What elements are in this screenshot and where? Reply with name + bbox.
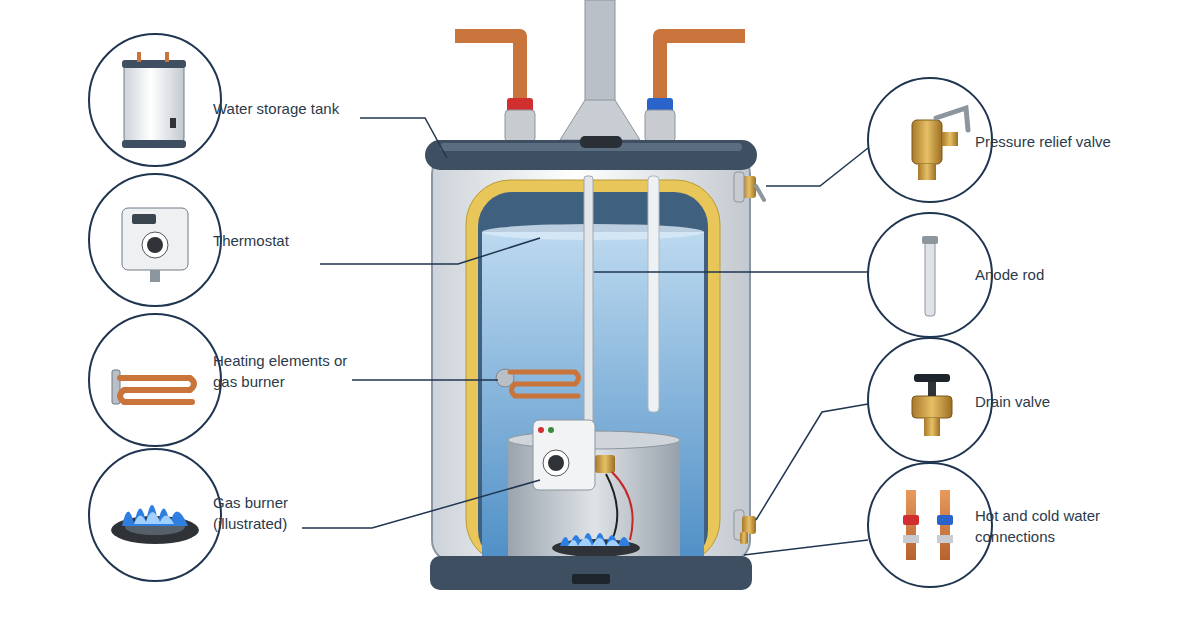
- callout-circle: [89, 34, 221, 166]
- part-label: Pressure relief valve: [975, 131, 1165, 152]
- burner-icon: [111, 505, 199, 544]
- relief-valve-icon: [912, 108, 968, 180]
- flue-pipe: [560, 0, 640, 140]
- anode-icon: [925, 238, 935, 316]
- leader-line: [302, 118, 868, 555]
- callout-circle: [89, 34, 992, 587]
- relief-valve: [734, 172, 744, 202]
- drain-valve-icon: [912, 396, 952, 418]
- callout-circle: [868, 463, 992, 587]
- burner-icon: [134, 512, 174, 524]
- callout-circle: [868, 338, 992, 462]
- drain-valve: [734, 510, 756, 544]
- cold-pipe: [645, 36, 745, 142]
- gas-control-valve: [548, 427, 554, 433]
- tank-icon: [122, 52, 186, 148]
- thermostat-icon: [132, 214, 156, 224]
- leader-line: [352, 379, 498, 381]
- relief-valve-icon: [942, 132, 958, 146]
- cold-pipe: [645, 110, 675, 142]
- gas-control-valve: [533, 420, 595, 490]
- callout-circle: [89, 314, 221, 446]
- pipes-icon: [903, 490, 953, 560]
- drain-valve: [740, 532, 748, 544]
- thermostat-icon: [122, 208, 188, 282]
- thermostat-icon: [142, 232, 168, 258]
- flue-pipe: [560, 100, 640, 140]
- part-label: Drain valve: [975, 391, 1125, 412]
- thermostat-icon: [147, 237, 163, 253]
- drain-valve-icon: [914, 374, 950, 382]
- pipes-icon: [903, 535, 919, 543]
- tank-icon: [170, 118, 176, 128]
- pipes-icon: [903, 515, 919, 525]
- gas-control-valve: [606, 474, 617, 540]
- drain-valve: [742, 516, 756, 534]
- callout-circle: [89, 174, 221, 306]
- heating-element: [510, 372, 579, 396]
- anode-icon: [922, 236, 938, 316]
- hot-pipe: [455, 36, 535, 142]
- leader-line: [744, 540, 868, 555]
- tank-icon: [122, 140, 186, 148]
- tank-icon: [124, 62, 184, 144]
- burner-flame: [568, 538, 620, 546]
- leader-line: [756, 404, 868, 520]
- dip-tube: [648, 176, 659, 412]
- burner-icon: [122, 505, 188, 526]
- anode-rod: [584, 176, 593, 426]
- tank-base: [430, 556, 752, 590]
- relief-valve: [756, 186, 764, 200]
- relief-valve-icon: [912, 120, 942, 164]
- relief-valve-icon: [918, 164, 936, 180]
- tank-icon: [122, 60, 186, 68]
- gas-control-valve: [543, 450, 569, 476]
- gas-control-valve: [595, 455, 615, 473]
- leader-line: [320, 238, 540, 264]
- part-label: Anode rod: [975, 264, 1125, 285]
- drain-valve-icon: [912, 374, 952, 436]
- element-icon: [120, 378, 194, 402]
- tank-icon: [165, 52, 169, 62]
- dip-tube: [648, 176, 659, 412]
- element-icon: [112, 370, 194, 404]
- tank-body: [580, 136, 622, 148]
- tank-base: [572, 574, 610, 584]
- leader-line: [302, 480, 540, 528]
- pipes-icon: [937, 535, 953, 543]
- relief-valve: [734, 172, 764, 202]
- leader-line: [766, 148, 868, 186]
- tank-base: [430, 556, 752, 590]
- tank-icon: [137, 52, 141, 62]
- drain-valve-icon: [924, 418, 940, 436]
- part-label: Gas burner (illustrated): [213, 492, 313, 534]
- pipes-icon: [937, 515, 953, 525]
- burner-flame: [552, 533, 640, 557]
- callout-circle: [868, 78, 992, 202]
- gas-control-valve: [533, 420, 633, 540]
- part-label: Heating elements or gas burner: [213, 350, 353, 392]
- thermostat-icon: [122, 208, 188, 270]
- hot-pipe: [505, 110, 535, 142]
- callout-circle: [868, 213, 992, 337]
- burner-flame: [560, 533, 630, 546]
- gas-control-valve: [538, 427, 544, 433]
- callout-circle: [89, 449, 221, 581]
- part-label: Water storage tank: [213, 98, 383, 119]
- thermostat-icon: [150, 270, 160, 282]
- part-label: Thermostat: [213, 230, 363, 251]
- anode-icon: [922, 236, 938, 244]
- cold-pipe: [660, 36, 745, 110]
- anode-rod: [584, 176, 593, 426]
- heating-element: [496, 369, 579, 396]
- leader-line: [360, 118, 447, 158]
- leader-line: [594, 271, 868, 273]
- part-label: Hot and cold water connections: [975, 505, 1101, 547]
- relief-valve-icon: [936, 108, 968, 130]
- flue-pipe: [585, 0, 615, 110]
- gas-control-valve: [548, 455, 564, 471]
- drain-valve-icon: [928, 380, 936, 396]
